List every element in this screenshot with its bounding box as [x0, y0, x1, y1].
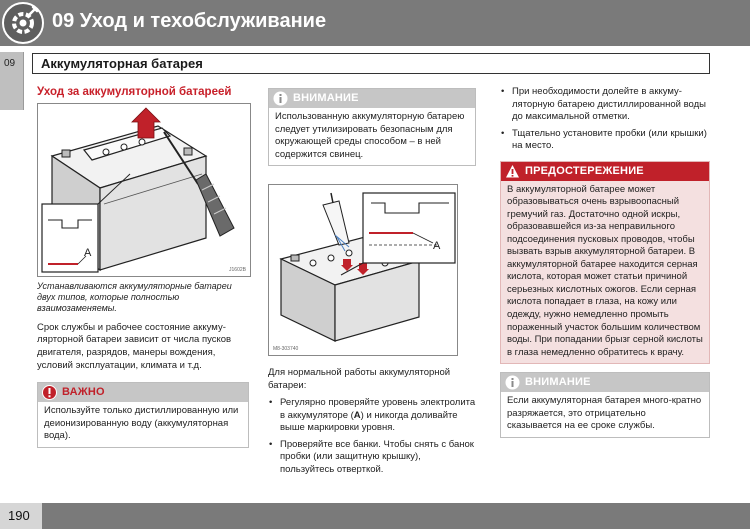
figure-code: J1602B: [229, 267, 246, 273]
figure-code: M8-303740: [273, 346, 299, 353]
info-icon: [505, 375, 520, 390]
notice-text: Если аккумуляторная батарея много-кратно…: [507, 395, 702, 432]
important-box: ВАЖНО Используйте только дистиллированну…: [37, 382, 249, 448]
notice-box-header: ВНИМАНИЕ: [269, 89, 475, 108]
important-box-header: ВАЖНО: [38, 383, 248, 403]
info-icon: [273, 91, 288, 106]
column-left: Уход за аккумуляторной батареей: [37, 86, 251, 448]
section-title-bar: Аккумуляторная батарея: [32, 53, 710, 74]
gear-wrench-icon: [2, 2, 44, 44]
subsection-heading: Уход за аккумуляторной батареей: [37, 86, 232, 98]
refill-steps-list: При необходимости долейте в аккуму-лятор…: [500, 86, 710, 153]
maintenance-intro: Для нормальной работы аккумуляторной бат…: [268, 367, 451, 391]
list-item: Тщательно установите пробки (или крышки)…: [500, 128, 710, 153]
notice-box-recycle: ВНИМАНИЕ Использованную аккумуляторную б…: [268, 88, 476, 167]
exclamation-icon: [42, 385, 57, 401]
warning-title: ПРЕДОСТЕРЕЖЕНИЕ: [525, 164, 644, 177]
chapter-tab: 09: [0, 52, 24, 110]
list-item: Регулярно проверяйте уровень электролита…: [268, 397, 476, 435]
notice-title: ВНИМАНИЕ: [293, 92, 359, 104]
page-number: 190: [8, 508, 30, 523]
list-item: При необходимости долейте в аккуму-лятор…: [500, 86, 710, 124]
figure-caption: Устанавливаются аккумуляторные батареи д…: [37, 281, 232, 313]
page-footer: 190: [0, 503, 750, 529]
figure-label-a: A: [84, 247, 92, 259]
battery-screwdriver-illustration: A J1602B: [37, 103, 251, 277]
page-header: 09 Уход и техобслуживание: [0, 0, 750, 46]
warning-text: В аккумуляторной батарее может образовыв…: [501, 180, 709, 364]
notice-title: ВНИМАНИЕ: [525, 376, 591, 389]
figure-label-a: A: [433, 240, 441, 252]
notice-box-discharge: ВНИМАНИЕ Если аккумуляторная батарея мно…: [500, 372, 710, 438]
battery-illustration-drawing: A: [41, 107, 235, 273]
column-right: При необходимости долейте в аккуму-лятор…: [500, 86, 710, 438]
maintenance-steps-list: Регулярно проверяйте уровень электролита…: [268, 397, 476, 476]
warning-box-header: ПРЕДОСТЕРЕЖЕНИЕ: [501, 161, 709, 181]
list-item: Проверяйте все банки. Чтобы снять с бано…: [268, 439, 476, 477]
notice-box-header: ВНИМАНИЕ: [501, 373, 709, 393]
page-number-box: 190: [0, 503, 42, 529]
warning-triangle-icon: [506, 164, 519, 178]
battery-refill-illustration: A M8-303740: [268, 184, 458, 357]
warning-box: ПРЕДОСТЕРЕЖЕНИЕ В аккумуляторной батарее…: [500, 160, 710, 365]
important-title: ВАЖНО: [62, 386, 105, 399]
chapter-title: 09 Уход и техобслуживание: [52, 10, 327, 32]
section-title: Аккумуляторная батарея: [41, 56, 203, 71]
battery-life-paragraph: Срок службы и рабочее состояние аккуму-л…: [37, 321, 232, 371]
chapter-tab-number: 09: [4, 58, 16, 69]
battery-refill-drawing: A: [279, 192, 456, 343]
column-middle: ВНИМАНИЕ Использованную аккумуляторную б…: [268, 88, 476, 480]
important-text: Используйте только дистиллированную или …: [44, 405, 239, 442]
notice-text: Использованную аккумуляторную батарею сл…: [275, 111, 465, 160]
